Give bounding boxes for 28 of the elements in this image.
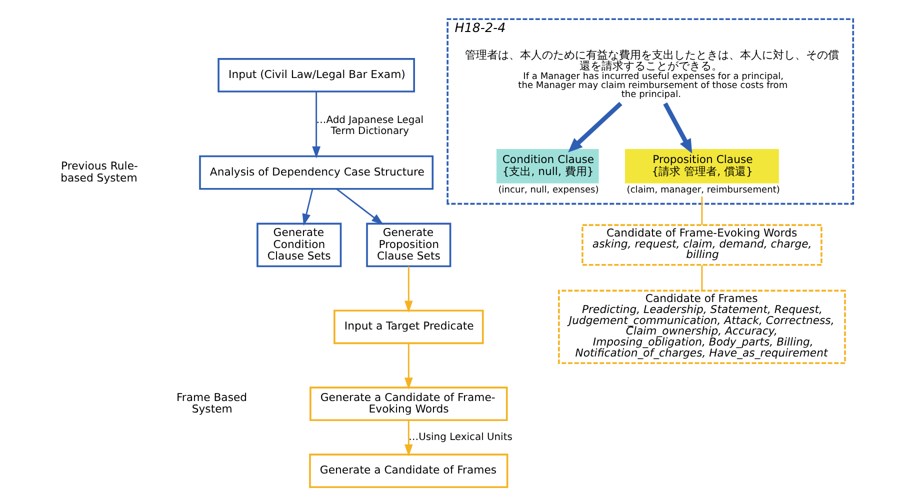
arrow	[404, 420, 412, 456]
node-box: Candidate of Frames Predicting, Leadership, Statement, Request, Judgement_communication, Attack, Correctness, Claim_ownership, Accuracy, Imposing_obligation, Body_parts, Billing, Notification_of_charges, Have_as_requirement	[558, 290, 846, 364]
connector	[700, 196, 702, 225]
node-box: Input a Target Predicate	[333, 310, 484, 344]
node-box: Generate Proposition Clause Sets	[366, 222, 451, 268]
node-box: Generate a Candidate of Frame-Evoking Words	[309, 386, 508, 422]
node-box: Candidate of Frame-Evoking Words asking, request, claim, demand, charge, billing	[581, 224, 822, 266]
node-box: Generate a Candidate of Frames	[308, 454, 508, 488]
arrow	[662, 102, 692, 154]
node-label: (incur, null, expenses)	[498, 185, 598, 196]
node-box: Generate Condition Clause Sets	[256, 222, 342, 268]
connector	[700, 265, 702, 290]
arrow	[568, 102, 622, 152]
node-box: Input (Civil Law/Legal Bar Exam)	[217, 58, 414, 92]
node-box: Condition Clause {支出, null, 費用}	[496, 149, 598, 184]
edge-label: …Using Lexical Units	[408, 432, 512, 443]
label: Frame Based System	[176, 390, 247, 416]
arrow	[404, 343, 412, 390]
node-box: Analysis of Dependency Case Structure	[198, 155, 434, 190]
node-label: (claim, manager, reimbursement)	[626, 185, 780, 196]
arrow	[336, 188, 384, 225]
node-text: 管理者は、本人のために有益な費用を支出したときは、本人に対し、その償還を請求することができる。 If a Manager has incurred useful expenses for a principal, the Manager may claim reimbursement of those costs from the principal.	[464, 48, 839, 100]
arrow	[312, 92, 320, 158]
label: Previous Rule-based System	[60, 159, 138, 184]
edge-label: …Add Japanese Legal Term Dictionary	[316, 115, 424, 137]
arrow	[404, 266, 412, 313]
node-box: Proposition Clause {請求 管理者, 償還}	[624, 149, 778, 184]
arrow	[302, 188, 313, 226]
